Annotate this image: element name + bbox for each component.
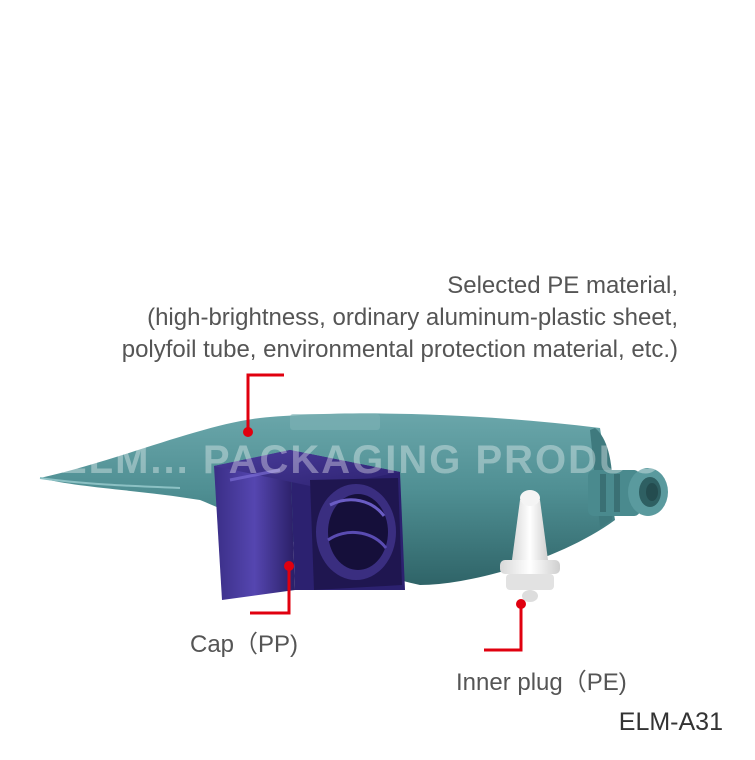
tube-nozzle xyxy=(588,468,668,516)
caption-line-2: (high-brightness, ordinary aluminum-plas… xyxy=(147,304,678,331)
tube-seal-edge xyxy=(39,477,181,489)
caption-line-3: polyfoil tube, environmental protection … xyxy=(121,336,678,363)
inner-plug-pe xyxy=(500,490,560,602)
cap-label: Cap（PP) xyxy=(190,631,299,658)
callout-tube xyxy=(243,373,284,437)
tube-print-area xyxy=(290,414,380,430)
cap-pp xyxy=(214,450,405,600)
caption-line-1: Selected PE material, xyxy=(447,272,678,299)
callout-inner-plug xyxy=(484,599,526,652)
callout-cap xyxy=(250,561,294,615)
model-code: ELM-A31 xyxy=(618,708,723,736)
material-caption: Selected PE material, (high-brightness, … xyxy=(122,270,678,366)
inner-plug-label: Inner plug（PE) xyxy=(456,669,627,696)
